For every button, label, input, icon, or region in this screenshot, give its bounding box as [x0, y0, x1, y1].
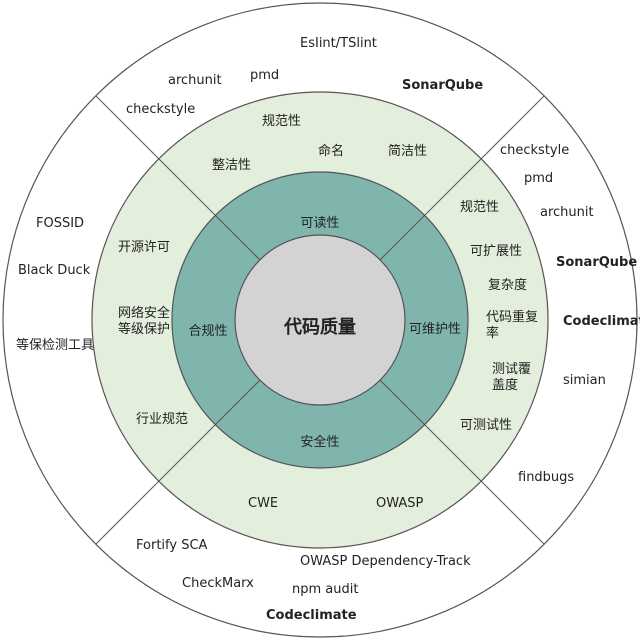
tool-label: Codeclimate: [266, 608, 357, 623]
center-circle: [234, 234, 406, 406]
tool-label: pmd: [524, 171, 554, 186]
dimension-readability: 可读性: [300, 216, 340, 231]
tool-label: archunit: [540, 205, 594, 220]
tool-label: SonarQube: [556, 255, 638, 270]
separator-line: [95, 379, 261, 545]
sub-item-maintainability: 可扩展性: [470, 244, 523, 259]
sub-item-readability: 整洁性: [212, 158, 252, 173]
tool-label: npm audit: [292, 582, 359, 597]
sub-item-compliance: 开源许可: [118, 240, 171, 255]
tool-label: checkstyle: [500, 143, 570, 158]
sub-item-compliance: 行业规范: [136, 412, 189, 427]
tool-label: CheckMarx: [182, 576, 254, 591]
tool-label: Black Duck: [18, 263, 91, 278]
sub-item-readability: 简洁性: [388, 144, 428, 159]
tool-label: SonarQube: [402, 78, 484, 93]
sub-item-security: OWASP: [376, 496, 424, 511]
sub-item-maintainability: 代码重复率: [486, 310, 539, 341]
tool-label: simian: [563, 373, 606, 388]
tool-label: FOSSID: [36, 216, 85, 231]
sub-item-maintainability: 测试覆盖度: [492, 362, 532, 393]
separator-line: [379, 379, 545, 545]
tool-label: findbugs: [518, 470, 575, 485]
sub-item-security: CWE: [248, 496, 279, 511]
sub-item-readability: 规范性: [262, 114, 302, 129]
tool-label: checkstyle: [126, 102, 196, 117]
dimension-maintainability: 可维护性: [408, 322, 461, 337]
dimension-security: 安全性: [300, 435, 340, 450]
tool-label: Fortify SCA: [136, 538, 208, 553]
dimension-compliance: 合规性: [188, 324, 228, 339]
sub-item-maintainability: 复杂度: [488, 278, 528, 293]
tool-label: archunit: [168, 73, 222, 88]
separator-line: [95, 95, 261, 261]
center-title: 代码质量: [284, 317, 356, 338]
tool-label: Codeclimate: [563, 314, 640, 329]
separator-line: [379, 95, 545, 261]
tool-label: OWASP Dependency-Track: [300, 554, 471, 569]
tool-label: pmd: [250, 68, 280, 83]
sub-item-readability: 命名: [318, 144, 345, 159]
tool-label: 等保检测工具: [16, 338, 95, 353]
sub-item-compliance: 网络安全等级保护: [118, 306, 171, 337]
sub-item-maintainability: 可测试性: [460, 418, 513, 433]
tool-label: EsIint/TSlint: [300, 36, 377, 51]
sub-item-maintainability: 规范性: [460, 200, 500, 215]
